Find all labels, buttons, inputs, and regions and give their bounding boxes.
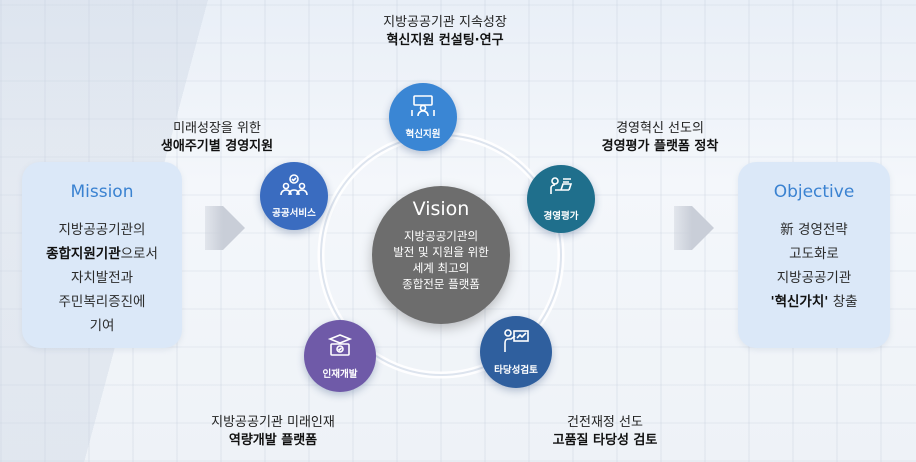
objective-line-2: 고도화로 [789, 246, 839, 262]
node-evaluation[interactable]: 경영평가 [527, 165, 595, 233]
meeting-icon [409, 94, 437, 122]
public-caption-2: 생애주기별 경영지원 [160, 139, 274, 154]
node-innovation-label: 혁신지원 [405, 129, 441, 140]
node-feasibility[interactable]: 타당성검토 [480, 316, 552, 388]
graduation-icon [326, 332, 354, 362]
node-feasibility-label: 타당성검토 [494, 365, 538, 376]
mission-line-2: 종합지원기관으로서 [46, 242, 158, 266]
node-talent[interactable]: 인재개발 [304, 320, 376, 392]
mission-line-1: 지방공공기관의 [58, 222, 146, 238]
feasibility-caption-1: 건전재정 선도 [567, 415, 643, 430]
node-public[interactable]: 공공서비스 [260, 162, 328, 230]
objective-box: Objective 新 경영전략 고도화로 지방공공기관 '혁신가치' 창출 [738, 162, 890, 348]
left-arrow [205, 206, 223, 250]
vision-line-1: 지방공공기관의 [403, 229, 479, 243]
left-arrow-head [223, 206, 245, 250]
mission-bold: 종합지원기관 [46, 246, 121, 262]
talent-caption-1: 지방공공기관 미래인재 [211, 415, 335, 430]
mission-line-4: 주민복리증진에 [58, 294, 146, 310]
objective-bold: '혁신가치' [770, 294, 829, 310]
feasibility-caption-2: 고품질 타당성 검토 [552, 433, 658, 448]
mission-box: Mission 지방공공기관의 종합지원기관으로서 자치발전과 주민복리증진에 … [22, 162, 182, 348]
public-caption: 미래성장을 위한 생애주기별 경영지원 [132, 120, 302, 156]
innovation-caption-2: 혁신지원 컨설팅·연구 [386, 33, 504, 48]
innovation-caption-1: 지방공공기관 지속성장 [383, 15, 507, 30]
node-innovation[interactable]: 혁신지원 [389, 83, 457, 151]
people-check-icon [279, 173, 309, 201]
vision-line-2: 발전 및 지원을 위한 [393, 245, 489, 259]
mission-line-3: 자치발전과 [70, 270, 134, 286]
evaluation-caption-2: 경영평가 플랫폼 정착 [601, 139, 719, 154]
node-talent-label: 인재개발 [322, 369, 358, 380]
mission-line-2-rest: 으로서 [120, 246, 158, 262]
node-public-label: 공공서비스 [272, 208, 316, 219]
vision-title: Vision [412, 198, 470, 220]
talent-caption-2: 역량개발 플랫폼 [228, 433, 318, 448]
mission-line-5: 기여 [89, 318, 115, 334]
right-arrow-head [692, 206, 714, 250]
presentation-icon [502, 328, 530, 358]
objective-line-1: 新 경영전략 [780, 222, 848, 238]
public-caption-1: 미래성장을 위한 [173, 121, 261, 136]
feasibility-caption: 건전재정 선도 고품질 타당성 검토 [520, 414, 690, 450]
objective-title: Objective [773, 182, 855, 202]
objective-line-4-rest: 창출 [828, 294, 858, 310]
objective-line-4: '혁신가치' 창출 [770, 290, 857, 314]
objective-line-3: 지방공공기관 [776, 270, 852, 286]
node-evaluation-label: 경영평가 [543, 211, 579, 222]
evaluation-caption: 경영혁신 선도의 경영평가 플랫폼 정착 [575, 120, 745, 156]
talent-caption: 지방공공기관 미래인재 역량개발 플랫폼 [178, 414, 368, 450]
vision-line-4: 종합전문 플랫폼 [402, 277, 480, 291]
innovation-caption: 지방공공기관 지속성장 혁신지원 컨설팅·연구 [360, 14, 530, 50]
vision-line-3: 세계 최고의 [412, 261, 470, 275]
vision-circle: Vision 지방공공기관의 발전 및 지원을 위한 세계 최고의 종합전문 플… [372, 186, 510, 324]
laptop-user-icon [547, 176, 575, 204]
right-arrow [674, 206, 692, 250]
evaluation-caption-1: 경영혁신 선도의 [616, 121, 704, 136]
mission-title: Mission [70, 182, 134, 202]
